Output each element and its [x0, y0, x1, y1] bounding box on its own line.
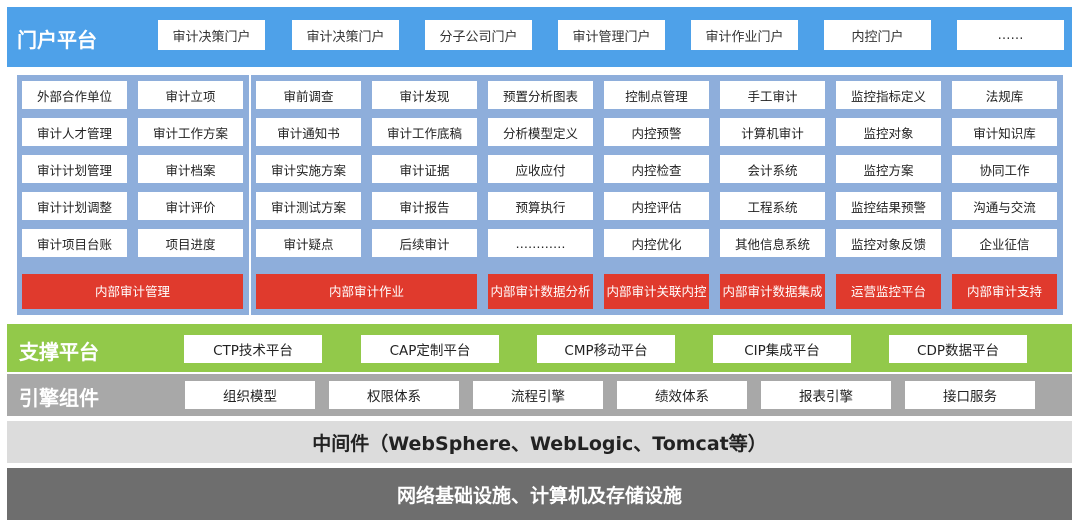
group-internal-control: 控制点管理 内控预警 内控检查 内控评估 内控优化 手工审计 计算机审计 会计系… — [599, 75, 947, 315]
app-cell[interactable]: 会计系统 — [720, 155, 825, 183]
engine-item-report[interactable]: 报表引擎 — [761, 381, 891, 409]
infrastructure-band: 网络基础设施、计算机及存储设施 — [7, 468, 1072, 520]
group-internal-audit-operation: 审前调查 审计通知书 审计实施方案 审计测试方案 审计疑点 审计发现 审计工作底… — [251, 75, 599, 315]
app-cell[interactable]: 项目进度 — [138, 229, 243, 257]
app-cell[interactable]: 预算执行 — [488, 192, 593, 220]
engine-item-performance[interactable]: 绩效体系 — [617, 381, 747, 409]
app-cell[interactable]: 计算机审计 — [720, 118, 825, 146]
app-cell[interactable]: 协同工作 — [952, 155, 1057, 183]
portal-platform-band: 门户平台 审计决策门户 审计决策门户 分子公司门户 审计管理门户 审计作业门户 … — [7, 7, 1072, 67]
app-cell[interactable]: 控制点管理 — [604, 81, 709, 109]
app-cell[interactable]: 审计通知书 — [256, 118, 361, 146]
app-cell[interactable]: 其他信息系统 — [720, 229, 825, 257]
app-cell[interactable]: 审计人才管理 — [22, 118, 127, 146]
portal-item-internal-control[interactable]: 内控门户 — [824, 20, 931, 50]
app-cell[interactable]: 监控方案 — [836, 155, 941, 183]
group-label-internal-audit-management[interactable]: 内部审计管理 — [22, 274, 243, 309]
engine-item-org-model[interactable]: 组织模型 — [185, 381, 315, 409]
app-cell[interactable]: 审计评价 — [138, 192, 243, 220]
portal-item-audit-decision-2[interactable]: 审计决策门户 — [292, 20, 399, 50]
group-label-operation-monitoring[interactable]: 运营监控平台 — [836, 274, 941, 309]
app-cell[interactable]: 审计测试方案 — [256, 192, 361, 220]
engine-item-interface[interactable]: 接口服务 — [905, 381, 1035, 409]
group-label-audit-linked-control[interactable]: 内部审计关联内控 — [604, 274, 709, 309]
group-internal-audit-management: 外部合作单位 审计人才管理 审计计划管理 审计计划调整 审计项目台账 审计立项 … — [17, 75, 249, 315]
support-platform-band: 支撑平台 CTP技术平台 CAP定制平台 CMP移动平台 CIP集成平台 CDP… — [7, 324, 1072, 372]
support-item-cmp[interactable]: CMP移动平台 — [537, 335, 675, 363]
portal-item-more[interactable]: …… — [957, 20, 1064, 50]
app-cell[interactable]: 监控对象反馈 — [836, 229, 941, 257]
group-label-internal-audit-operation[interactable]: 内部审计作业 — [256, 274, 477, 309]
app-cell[interactable]: 外部合作单位 — [22, 81, 127, 109]
app-cell[interactable]: 手工审计 — [720, 81, 825, 109]
middleware-band: 中间件（WebSphere、WebLogic、Tomcat等） — [7, 421, 1072, 463]
portal-item-audit-operation[interactable]: 审计作业门户 — [691, 20, 798, 50]
portal-item-subsidiary[interactable]: 分子公司门户 — [425, 20, 532, 50]
app-cell[interactable]: 审前调查 — [256, 81, 361, 109]
app-cell[interactable]: 审计报告 — [372, 192, 477, 220]
support-item-cap[interactable]: CAP定制平台 — [361, 335, 499, 363]
app-cell[interactable]: 应收应付 — [488, 155, 593, 183]
group-label-audit-data-integration[interactable]: 内部审计数据集成 — [720, 274, 825, 309]
portal-item-audit-decision[interactable]: 审计决策门户 — [158, 20, 265, 50]
engine-item-permission[interactable]: 权限体系 — [329, 381, 459, 409]
portal-item-audit-management[interactable]: 审计管理门户 — [558, 20, 665, 50]
support-item-ctp[interactable]: CTP技术平台 — [184, 335, 322, 363]
app-cell[interactable]: 监控结果预警 — [836, 192, 941, 220]
group-label-internal-audit-support[interactable]: 内部审计支持 — [952, 274, 1057, 309]
support-platform-title: 支撑平台 — [19, 340, 99, 364]
app-cell[interactable]: 审计疑点 — [256, 229, 361, 257]
app-cell[interactable]: 审计知识库 — [952, 118, 1057, 146]
group-label-internal-audit-data-analysis[interactable]: 内部审计数据分析 — [488, 274, 593, 309]
app-cell[interactable]: 审计计划管理 — [22, 155, 127, 183]
app-cell[interactable]: 审计计划调整 — [22, 192, 127, 220]
app-cell[interactable]: 沟通与交流 — [952, 192, 1057, 220]
app-cell[interactable]: 内控优化 — [604, 229, 709, 257]
app-cell[interactable]: 内控评估 — [604, 192, 709, 220]
application-area: 外部合作单位 审计人才管理 审计计划管理 审计计划调整 审计项目台账 审计立项 … — [7, 70, 1072, 322]
app-cell[interactable]: 审计立项 — [138, 81, 243, 109]
app-cell[interactable]: 内控预警 — [604, 118, 709, 146]
app-cell[interactable]: 审计项目台账 — [22, 229, 127, 257]
app-cell[interactable]: 预置分析图表 — [488, 81, 593, 109]
app-cell[interactable]: 法规库 — [952, 81, 1057, 109]
engine-components-band: 引擎组件 组织模型 权限体系 流程引擎 绩效体系 报表引擎 接口服务 — [7, 374, 1072, 416]
engine-components-title: 引擎组件 — [19, 386, 99, 410]
app-cell[interactable]: ………… — [488, 229, 593, 257]
app-cell[interactable]: 企业征信 — [952, 229, 1057, 257]
group-internal-audit-support: 法规库 审计知识库 协同工作 沟通与交流 企业征信 内部审计支持 — [947, 75, 1063, 315]
support-item-cip[interactable]: CIP集成平台 — [713, 335, 851, 363]
app-cell[interactable]: 审计证据 — [372, 155, 477, 183]
app-cell[interactable]: 分析模型定义 — [488, 118, 593, 146]
app-cell[interactable]: 审计实施方案 — [256, 155, 361, 183]
app-cell[interactable]: 审计工作方案 — [138, 118, 243, 146]
app-cell[interactable]: 工程系统 — [720, 192, 825, 220]
app-cell[interactable]: 监控指标定义 — [836, 81, 941, 109]
support-item-cdp[interactable]: CDP数据平台 — [889, 335, 1027, 363]
app-cell[interactable]: 监控对象 — [836, 118, 941, 146]
portal-platform-title: 门户平台 — [17, 28, 97, 52]
app-cell[interactable]: 后续审计 — [372, 229, 477, 257]
engine-item-workflow[interactable]: 流程引擎 — [473, 381, 603, 409]
app-cell[interactable]: 内控检查 — [604, 155, 709, 183]
app-cell[interactable]: 审计发现 — [372, 81, 477, 109]
app-cell[interactable]: 审计工作底稿 — [372, 118, 477, 146]
app-cell[interactable]: 审计档案 — [138, 155, 243, 183]
